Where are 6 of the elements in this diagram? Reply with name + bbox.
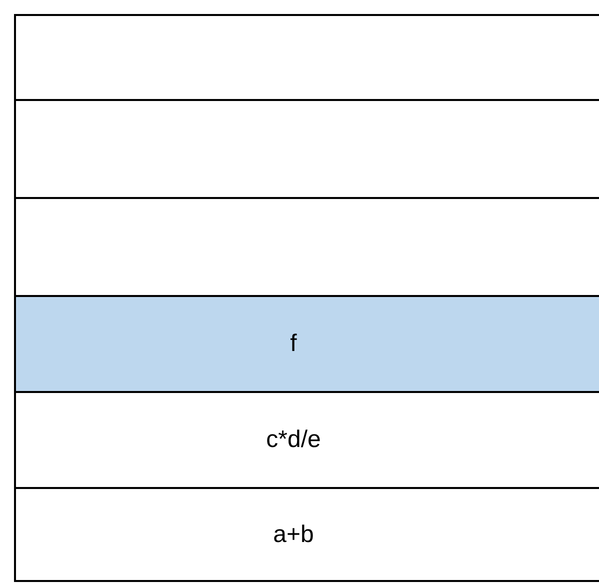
stack-cell (14, 295, 599, 393)
cell-text: a+b (273, 520, 314, 548)
empty-box (14, 14, 599, 101)
stack-cell (14, 487, 599, 582)
cell-text: c*d/e (266, 426, 321, 454)
cell-text: f (290, 330, 297, 358)
